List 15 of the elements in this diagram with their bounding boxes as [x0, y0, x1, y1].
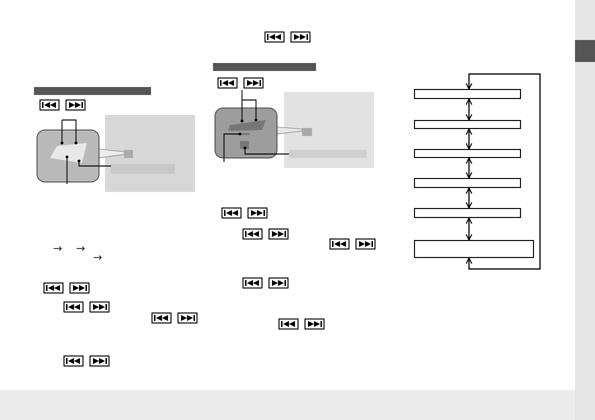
box-node — [414, 208, 521, 218]
arrow — [466, 98, 472, 121]
arrow-symbol: → — [93, 252, 102, 264]
box-node — [414, 240, 534, 258]
arrow — [466, 217, 472, 241]
arrow-symbol: → — [76, 243, 86, 255]
arrow — [466, 128, 472, 150]
arrow — [466, 187, 472, 209]
arrow-symbol: → — [53, 243, 62, 255]
arrow — [466, 157, 472, 179]
box-node — [414, 89, 521, 99]
box-node — [414, 178, 521, 188]
box-node — [414, 149, 521, 158]
box-node — [414, 120, 521, 129]
arrow — [466, 73, 541, 270]
